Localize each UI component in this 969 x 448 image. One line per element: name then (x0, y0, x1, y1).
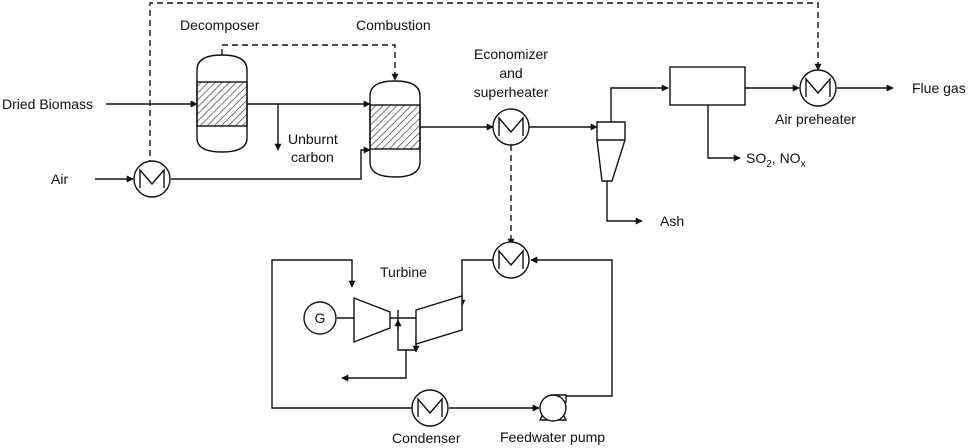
unburnt-label-line2: carbon (291, 149, 334, 165)
generator (303, 301, 337, 335)
steam-heat-exchanger (492, 241, 530, 279)
turbine-exhaust-line (341, 350, 407, 382)
steam-to-turbine-line (458, 259, 493, 307)
turbine-interstage-line (397, 310, 416, 351)
ash-label: Ash (660, 213, 684, 229)
turbine-label: Turbine (380, 264, 427, 280)
air-preheater-label: Air preheater (775, 111, 856, 127)
air-to-combustion-line (171, 146, 371, 180)
combustion-label: Combustion (356, 17, 431, 33)
ash-outlet-line (606, 181, 643, 225)
feedwater-pump-label: Feedwater pump (500, 429, 605, 445)
cyclone-to-filter-line (610, 84, 669, 122)
economizer-label-line3: superheater (474, 84, 549, 100)
air-heat-exchanger (133, 160, 171, 198)
feedwater-pump-icon (538, 394, 568, 422)
so2-nox-label: SO2, NOx (746, 150, 806, 170)
feedwater-return-line (530, 256, 613, 397)
economizer-label-line2: and (499, 65, 522, 81)
condenser-label: Condenser (392, 430, 461, 446)
dried-biomass-label: Dried Biomass (2, 96, 93, 112)
decomposer-label: Decomposer (180, 17, 260, 33)
flue-gas-label: Flue gas (912, 80, 966, 96)
unburnt-label-line1: Unburnt (288, 131, 338, 147)
economizer-heat-exchanger (492, 108, 530, 146)
condensate-loop-line (271, 259, 412, 409)
gas-cleaning-unit (669, 66, 746, 106)
turbine-stage-2 (415, 295, 463, 345)
cyclone-separator (596, 121, 626, 182)
generator-label: G (315, 310, 326, 326)
decomposer-vessel (196, 54, 248, 153)
combustion-vessel (369, 80, 421, 178)
dashed-heat-line-top (149, 2, 822, 166)
air-preheater-heat-exchanger (799, 69, 837, 107)
dashed-heat-line-combustion (221, 44, 399, 81)
economizer-label-line1: Economizer (474, 46, 548, 62)
condenser-heat-exchanger (411, 389, 449, 427)
so2-nox-outlet-line (707, 105, 741, 162)
air-label: Air (51, 171, 68, 187)
turbine-stage-1 (353, 296, 391, 344)
